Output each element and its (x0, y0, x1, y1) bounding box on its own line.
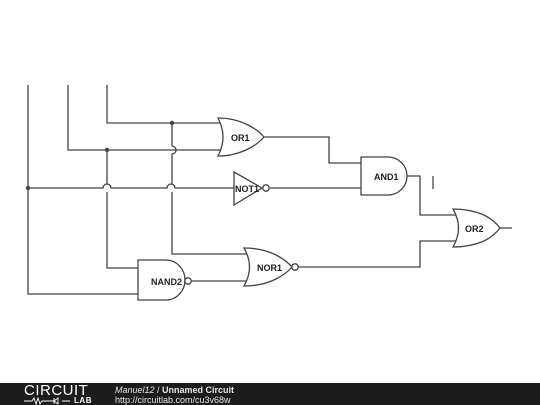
wire-nor1-to-or2 (297, 240, 457, 268)
wire-or1-to-and1 (264, 136, 361, 164)
gate-or1-label: OR1 (231, 133, 250, 143)
wire-and1-to-or2 (407, 175, 457, 216)
wires (27, 85, 512, 295)
gate-and1-label: AND1 (374, 172, 399, 182)
junction-dot (25, 185, 31, 191)
wire-input-c (106, 85, 224, 124)
meta-separator: / (154, 385, 163, 395)
gate-nand2-label: NAND2 (151, 277, 182, 287)
junction-dot (104, 147, 110, 153)
footer-bar: CIRCUIT LAB Manuel12 / Unnamed Circuit h… (0, 383, 540, 405)
wire-c-to-nor1 (171, 123, 248, 255)
brand-text-top: CIRCUIT (24, 382, 89, 399)
gate-nor1[interactable]: NOR1 (242, 247, 299, 287)
author-link[interactable]: Manuel12 (115, 385, 155, 395)
circuit-schematic[interactable]: OR1 AND1 NOT1 OR2 NOR1 NAND2 (0, 0, 540, 383)
brand-text-bottom: LAB (74, 396, 92, 405)
circuit-trace-icon (24, 397, 70, 405)
gate-not1-label: NOT1 (235, 184, 259, 194)
gate-or2[interactable]: OR2 (451, 208, 501, 248)
wire-b-to-nand2 (106, 150, 138, 269)
gate-not1[interactable]: NOT1 (233, 170, 270, 207)
circuit-url-link[interactable]: http://circuitlab.com/cu3v68w (115, 395, 231, 405)
gate-and1[interactable]: AND1 (360, 156, 408, 196)
gate-nand2[interactable]: NAND2 (137, 259, 192, 301)
junction-dot (169, 120, 175, 126)
wire-input-a (27, 85, 138, 295)
junctions (25, 120, 175, 191)
wire-input-b (67, 85, 224, 151)
circuit-meta: Manuel12 / Unnamed Circuit http://circui… (115, 385, 234, 405)
wire-a-to-not1 (28, 183, 234, 189)
circuit-title: Unnamed Circuit (162, 385, 235, 395)
gate-nor1-label: NOR1 (257, 263, 282, 273)
circuitlab-logo[interactable]: CIRCUIT LAB (24, 383, 94, 405)
gate-or2-label: OR2 (465, 224, 484, 234)
gate-or1[interactable]: OR1 (216, 117, 265, 157)
